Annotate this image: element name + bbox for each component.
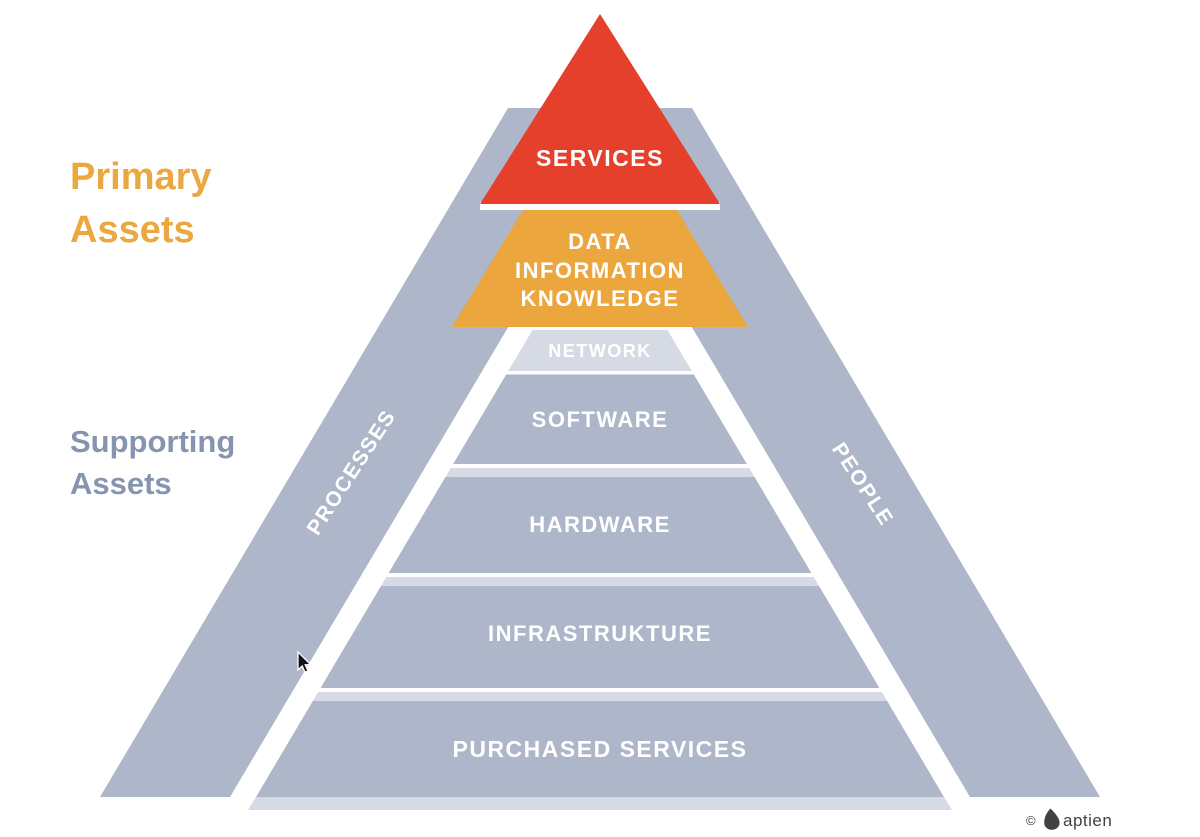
gap-hardware-infrastructure: [256, 573, 944, 577]
pyramid-base-band: [248, 797, 952, 810]
supporting-assets-title-line2: Assets: [70, 466, 172, 501]
layer-band-purchased-services: [256, 701, 944, 797]
data-information-knowledge-shape: [452, 210, 748, 327]
infrastructure-label: INFRASTRUKTURE: [488, 621, 712, 646]
information-label: INFORMATION: [515, 258, 685, 283]
footer-brand-mark: © aptien: [1026, 808, 1112, 830]
bevel-infrastructure: [256, 577, 944, 586]
gap-network-software: [256, 371, 944, 375]
data-label: DATA: [568, 229, 632, 254]
gap-software-hardware: [256, 464, 944, 468]
mouse-cursor: [297, 650, 312, 674]
aptien-drop-icon: [1044, 808, 1060, 830]
services-triangle: [480, 14, 720, 204]
services-label: SERVICES: [536, 145, 664, 171]
hardware-label: HARDWARE: [529, 512, 671, 537]
bevel-purchased-services: [256, 692, 944, 701]
gap-services-data: [480, 202, 720, 210]
bevel-hardware: [256, 468, 944, 477]
primary-assets-title-line1: Primary: [70, 156, 212, 198]
gap-infrastructure-purchased: [256, 688, 944, 692]
software-label: SOFTWARE: [532, 407, 669, 432]
primary-assets-title-line2: Assets: [70, 209, 195, 251]
aptien-wordmark: aptien: [1063, 811, 1112, 830]
purchased-services-label: PURCHASED SERVICES: [453, 736, 748, 762]
knowledge-label: KNOWLEDGE: [521, 286, 680, 311]
copyright-symbol: ©: [1026, 813, 1036, 828]
network-label: NETWORK: [548, 341, 652, 361]
supporting-assets-title-line1: Supporting: [70, 424, 235, 459]
